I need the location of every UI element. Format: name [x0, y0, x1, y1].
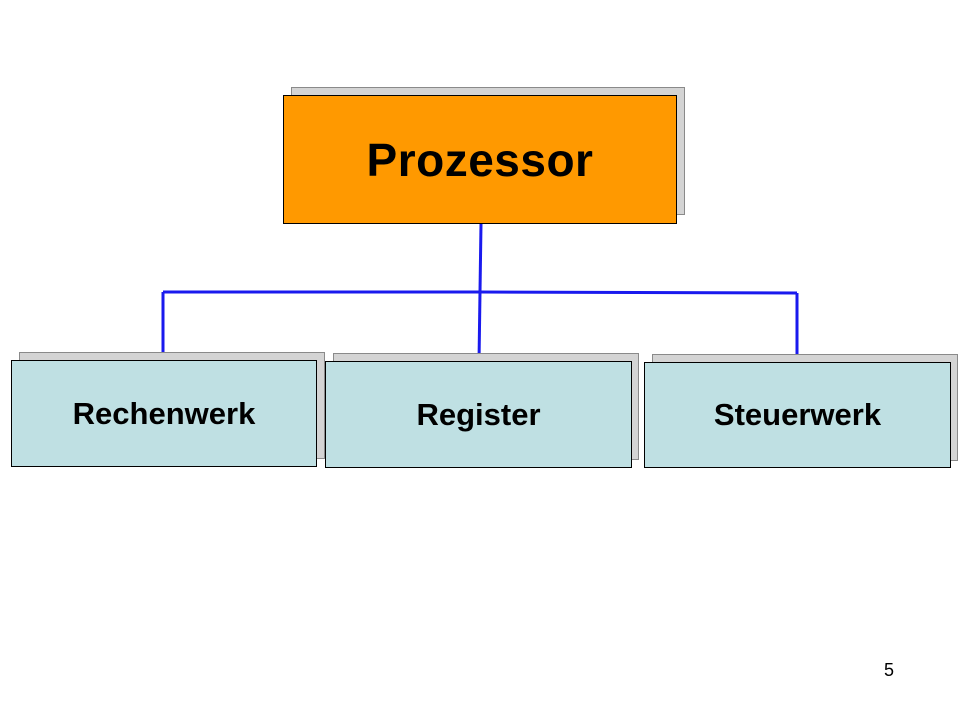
- register-box: Register: [325, 361, 632, 468]
- connector-register: [477, 291, 482, 363]
- register-label: Register: [416, 396, 541, 432]
- page-number: 5: [884, 660, 895, 680]
- rechenwerk-label: Rechenwerk: [72, 395, 256, 431]
- prozessor-label: Prozessor: [366, 133, 594, 186]
- steuerwerk-box: Steuerwerk: [644, 362, 951, 468]
- rechenwerk-box: Rechenwerk: [11, 360, 317, 467]
- steuerwerk-label: Steuerwerk: [713, 397, 882, 432]
- connector-trunk: [478, 223, 483, 293]
- prozessor-box: Prozessor: [283, 95, 677, 224]
